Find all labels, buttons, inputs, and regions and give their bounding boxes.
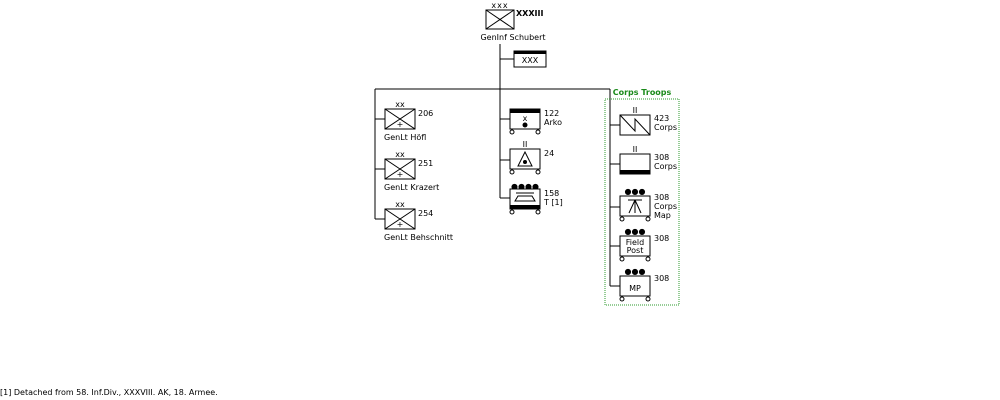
arko-122: x 122 Arko — [509, 108, 562, 135]
ct-echelon: ●●● — [625, 187, 646, 196]
division-commander: GenLt Höfl — [384, 133, 426, 142]
wheel-icon — [509, 169, 515, 175]
corps-designation: XXXIII — [516, 9, 543, 18]
division-number: 254 — [418, 209, 433, 218]
ct-box — [619, 235, 651, 257]
division-number: 251 — [418, 159, 433, 168]
division-marker: + — [397, 170, 404, 179]
division-251: xx + 251 GenLt Krazert — [384, 150, 439, 192]
observation-triangle-icon — [517, 150, 533, 167]
corps-troops-title: Corps Troops — [613, 88, 672, 97]
wheel-icon — [645, 296, 651, 302]
ct-echelon: II — [633, 145, 638, 154]
train-number: 158 — [544, 189, 559, 198]
ct-number: 308 — [654, 274, 669, 283]
division-number: 206 — [418, 109, 433, 118]
ct-name: Corps — [654, 202, 677, 211]
wheel-icon — [509, 129, 515, 135]
connector-lines — [374, 44, 620, 287]
ct-box-text: MP — [629, 284, 641, 293]
ct-number: 308 — [654, 193, 669, 202]
wheel-icon — [535, 209, 541, 215]
wheel-icon — [645, 216, 651, 222]
train-name: T [1] — [543, 198, 563, 207]
wheel-icon — [619, 256, 625, 262]
ct-echelon: II — [633, 106, 638, 115]
train-158: ●●●● 158 T [1] — [509, 182, 563, 215]
ct-number: 308 — [654, 234, 669, 243]
ct-name2: Map — [654, 211, 671, 220]
division-commander: GenLt Behschnitt — [384, 233, 453, 242]
ct-name: Corps — [654, 162, 677, 171]
division-echelon: xx — [395, 150, 405, 159]
survey-tripod-icon — [628, 199, 636, 214]
corps-troops-border — [604, 98, 680, 306]
ct-name: Corps — [654, 123, 677, 132]
wheel-icon — [645, 256, 651, 262]
corps-commander: GenInf Schubert — [480, 33, 545, 42]
unit24-number: 24 — [544, 149, 554, 158]
arko-name: Arko — [544, 118, 562, 127]
ct-number: 308 — [654, 153, 669, 162]
wheel-icon — [509, 209, 515, 215]
corps-box-cross-b — [485, 9, 515, 30]
wheel-icon — [619, 216, 625, 222]
corps-troop-308-field-post: ●●● Field Post 308 — [619, 227, 669, 262]
corps-troop-423: II 423 Corps — [619, 106, 677, 136]
ct-box — [619, 275, 651, 297]
wheel-icon — [619, 296, 625, 302]
division-marker: + — [397, 220, 404, 229]
division-254: xx + 254 GenLt Behschnitt — [384, 200, 453, 242]
corps-troops-group: Corps Troops II 423 Corps II 308 Corps ●… — [604, 88, 680, 306]
division-marker: + — [397, 120, 404, 129]
ct-box-line1: Field — [626, 238, 644, 247]
division-echelon: xx — [395, 100, 405, 109]
footnote: [1] Detached from 58. Inf.Div., XXXVIII.… — [0, 388, 218, 397]
division-commander: GenLt Krazert — [384, 183, 439, 192]
corps-headquarters: xxx XXXIII GenInf Schubert — [480, 1, 545, 42]
arko-number: 122 — [544, 109, 559, 118]
train-echelon: ●●●● — [511, 182, 539, 191]
unit-24: II 24 — [509, 140, 554, 175]
wheel-icon — [535, 129, 541, 135]
corps-troop-308-mp: ●●● MP 308 — [619, 267, 669, 302]
corps-troop-308-a: II 308 Corps — [619, 145, 677, 175]
ct-echelon: ●●● — [625, 267, 646, 276]
unit24-echelon: II — [523, 140, 528, 149]
ct-box-line2: Post — [627, 246, 644, 255]
artillery-dot-icon — [522, 122, 528, 128]
corps-hq-label: XXX — [522, 56, 539, 65]
corps-troop-308-map: ●●● 308 Corps Map — [619, 187, 677, 222]
transport-icon — [514, 195, 536, 202]
corps-hq-box: XXX — [513, 50, 547, 68]
division-echelon: xx — [395, 200, 405, 209]
arko-echelon: x — [523, 114, 528, 123]
corps-echelon-marks: xxx — [491, 1, 508, 10]
ct-echelon: ●●● — [625, 227, 646, 236]
signals-lightning-icon — [619, 114, 651, 136]
wheel-icon — [535, 169, 541, 175]
ct-number: 423 — [654, 114, 669, 123]
division-206: xx + 206 GenLt Höfl — [384, 100, 433, 142]
